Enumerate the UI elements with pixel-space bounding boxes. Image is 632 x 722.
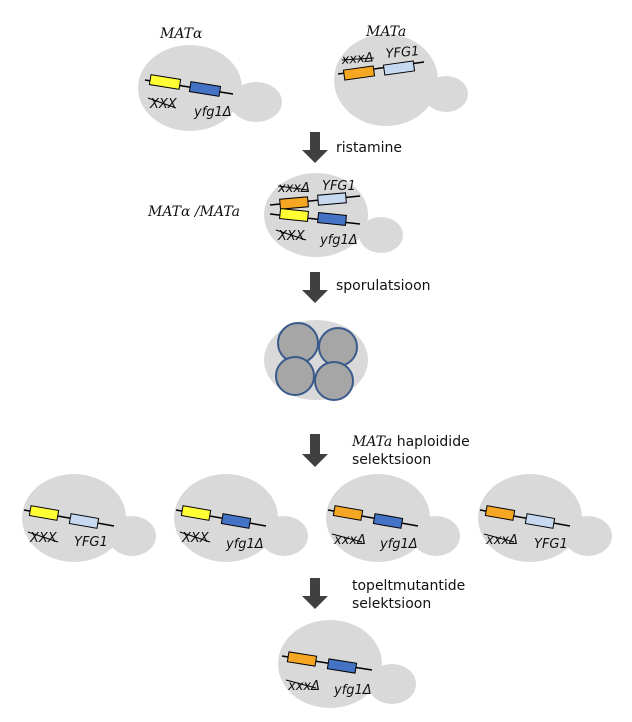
gene-yfg1-deleted [317, 212, 347, 226]
gene-yfg1-deleted [220, 513, 252, 529]
arrow-mating [302, 132, 328, 163]
cell-mat-alpha: XXX yfg1Δ [138, 45, 282, 131]
gene-label-yfg1: YFG1 [322, 179, 356, 194]
cell-diploid: xxxΔ YFG1 XXX yfg1Δ [264, 173, 403, 257]
gene-xxx [279, 208, 309, 222]
gene-xxx-deleted [332, 505, 364, 521]
haploid-cell-1: XXX YFG1 [22, 474, 156, 562]
bud [424, 76, 468, 112]
step-sporulation-label: sporulatsioon [336, 278, 431, 294]
gene-yfg1-deleted [372, 513, 404, 529]
double-mutant-cell: xxxΔ yfg1Δ [278, 620, 416, 708]
gene-yfg1 [317, 192, 347, 206]
haploid-cell-2: XXX yfg1Δ [174, 474, 308, 562]
bud [230, 82, 282, 122]
arrow-double-mutant-selection [302, 578, 328, 609]
spore [318, 327, 358, 367]
gene-xxx-deleted [279, 196, 309, 210]
gene-xxx-deleted [286, 651, 318, 667]
cell-body [334, 34, 438, 126]
gene-xxx [148, 74, 182, 90]
gene-yfg1 [382, 60, 416, 76]
gene-yfg1-deleted [188, 81, 222, 97]
gene-yfg1 [68, 513, 100, 529]
step-double-label-line2: selektsioon [352, 596, 431, 612]
gene-label-xxx: XXX [149, 97, 178, 112]
gene-yfg1-deleted [326, 658, 358, 674]
bud [359, 217, 403, 253]
gene-xxx-deleted [342, 65, 376, 81]
label-mat-alpha: MATα [159, 26, 203, 42]
cell-mat-a: xxxΔ YFG1 [334, 34, 468, 126]
gene-label-yfg1-del: yfg1Δ [225, 537, 264, 552]
haploid-cell-4: xxxΔ YFG1 [478, 474, 612, 562]
spore [314, 361, 354, 401]
gene-label-yfg1: YFG1 [74, 535, 108, 550]
spore [275, 356, 315, 396]
gene-label-yfg1-del: yfg1Δ [379, 537, 418, 552]
step-haploid-rest: haploidide [392, 434, 469, 450]
gene-label-yfg1-del: yfg1Δ [193, 105, 232, 120]
gene-label-yfg1-del: yfg1Δ [319, 233, 358, 248]
label-diploid: MATα /MATa [147, 204, 240, 220]
gene-xxx [180, 505, 212, 521]
gene-xxx [28, 505, 60, 521]
step-double-label-line1: topeltmutantide [352, 578, 465, 594]
step-haploid-label-line2: selektsioon [352, 452, 431, 468]
gene-yfg1 [524, 513, 556, 529]
arrow-sporulation [302, 272, 328, 303]
gene-label-yfg1: YFG1 [534, 537, 568, 552]
gene-label-yfg1: YFG1 [385, 44, 420, 62]
arrow-haploid-selection [302, 434, 328, 467]
step-mating-label: ristamine [336, 140, 402, 156]
gene-label-yfg1-del: yfg1Δ [333, 683, 372, 698]
gene-xxx-deleted [484, 505, 516, 521]
step-haploid-label: MATa haploidide [351, 434, 470, 450]
label-mat-a: MATa [365, 24, 406, 40]
haploid-cell-3: xxxΔ yfg1Δ [326, 474, 460, 562]
step-haploid-mat: MATa [351, 434, 392, 450]
ascus-tetrad [264, 320, 368, 401]
